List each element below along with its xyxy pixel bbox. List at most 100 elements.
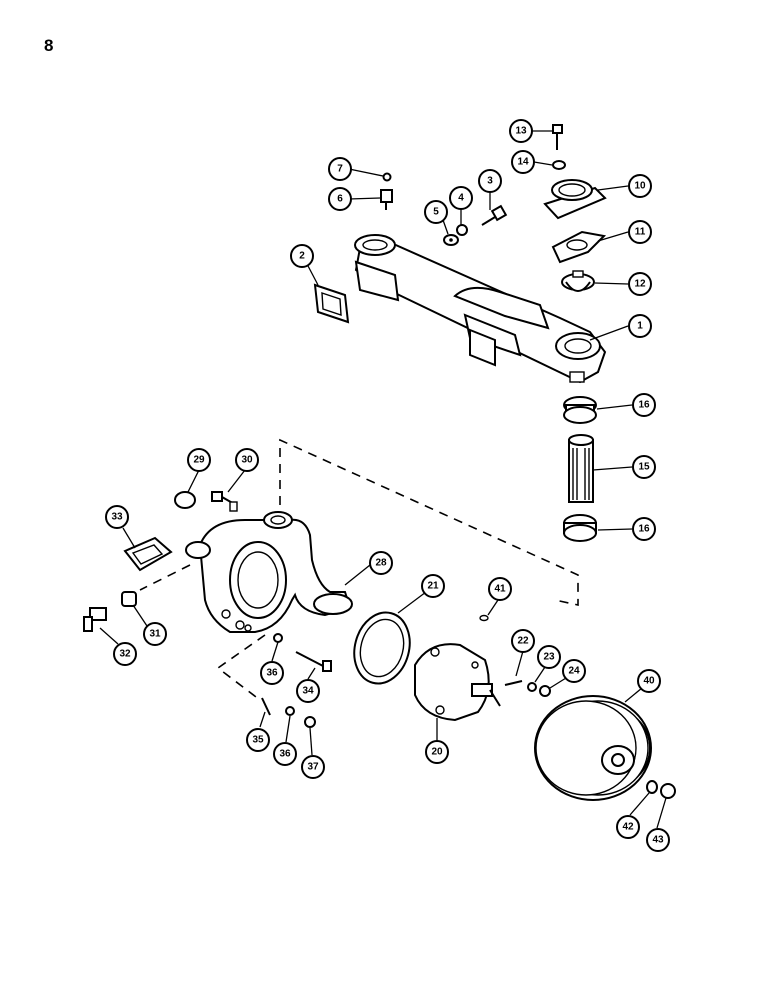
- callout-15: 15: [632, 455, 656, 479]
- svg-text:42: 42: [622, 822, 634, 833]
- svg-text:24: 24: [568, 666, 580, 677]
- svg-text:16: 16: [638, 400, 650, 411]
- svg-text:5: 5: [433, 207, 439, 218]
- svg-text:34: 34: [302, 686, 314, 697]
- svg-text:3: 3: [487, 176, 493, 187]
- callout-4: 4: [449, 186, 473, 210]
- callout-40: 40: [637, 669, 661, 693]
- leader-lines: [99, 130, 667, 829]
- callout-7: 7: [328, 157, 352, 181]
- callout-2: 2: [290, 244, 314, 268]
- callout-14: 14: [511, 150, 535, 174]
- hose-clamp-lower: [563, 514, 597, 542]
- svg-text:31: 31: [149, 629, 161, 640]
- svg-text:33: 33: [111, 512, 123, 523]
- callout-11: 11: [628, 220, 652, 244]
- callout-21: 21: [421, 574, 445, 598]
- callout-1: 1: [628, 314, 652, 338]
- svg-text:14: 14: [517, 157, 529, 168]
- svg-text:15: 15: [638, 462, 650, 473]
- washer-42: [646, 780, 658, 794]
- lockwasher-36-upper: [273, 633, 283, 643]
- water-manifold: [354, 234, 607, 384]
- lockwasher-4: [456, 224, 468, 236]
- callout-33: 33: [105, 505, 129, 529]
- pump-body: [414, 643, 501, 722]
- callout-42: 42: [616, 815, 640, 839]
- thermostat: [561, 270, 595, 292]
- hose: [568, 434, 594, 503]
- svg-text:21: 21: [427, 581, 439, 592]
- page-number: 8: [44, 36, 54, 55]
- svg-text:43: 43: [652, 835, 664, 846]
- callout-28: 28: [369, 551, 393, 575]
- callout-23: 23: [537, 645, 561, 669]
- bolt-34: [295, 651, 332, 672]
- assembly-dashed-lines: [139, 438, 579, 701]
- bolt-3: [481, 204, 508, 226]
- svg-text:6: 6: [337, 194, 343, 205]
- svg-text:22: 22: [517, 636, 529, 647]
- lockwasher-36-lower: [285, 706, 295, 716]
- washer-5: [443, 234, 459, 246]
- callout-31: 31: [143, 622, 167, 646]
- svg-text:4: 4: [458, 193, 464, 204]
- callout-13: 13: [509, 119, 533, 143]
- callout-3: 3: [478, 169, 502, 193]
- thermostat-housing: [543, 179, 607, 220]
- stud-35: [261, 697, 271, 716]
- callout-22: 22: [511, 629, 535, 653]
- svg-text:41: 41: [494, 584, 506, 595]
- callout-20: 20: [425, 740, 449, 764]
- bolt-13: [552, 124, 563, 150]
- svg-text:12: 12: [634, 279, 646, 290]
- svg-text:30: 30: [241, 455, 253, 466]
- svg-text:23: 23: [543, 652, 555, 663]
- lockwasher-23: [527, 682, 537, 692]
- stud-22: [504, 680, 523, 686]
- callout-36-lower: 36: [273, 742, 297, 766]
- svg-text:37: 37: [307, 762, 319, 773]
- callout-30: 30: [235, 448, 259, 472]
- svg-text:40: 40: [643, 676, 655, 687]
- svg-text:16: 16: [638, 524, 650, 535]
- callout-37: 37: [301, 755, 325, 779]
- callout-34: 34: [296, 679, 320, 703]
- fitting-30: [211, 491, 238, 512]
- nut-43: [660, 783, 676, 799]
- nut-24: [539, 685, 551, 697]
- callout-43: 43: [646, 828, 670, 852]
- hose-clamp-upper: [563, 396, 597, 424]
- svg-text:32: 32: [119, 649, 131, 660]
- plug-29: [174, 491, 196, 509]
- callout-16-upper: 16: [632, 393, 656, 417]
- pin-41: [479, 614, 489, 622]
- svg-text:13: 13: [515, 126, 527, 137]
- thermostat-gasket: [551, 230, 607, 264]
- callout-32: 32: [113, 642, 137, 666]
- svg-text:2: 2: [299, 251, 305, 262]
- callout-6: 6: [328, 187, 352, 211]
- fan-pulley: [534, 695, 652, 801]
- sender-6: [380, 189, 393, 210]
- fitting-32: [83, 607, 107, 632]
- svg-text:20: 20: [431, 747, 443, 758]
- svg-text:1: 1: [637, 321, 643, 332]
- svg-text:36: 36: [266, 668, 278, 679]
- manifold-gasket: [313, 283, 350, 324]
- nut-7: [382, 172, 392, 182]
- callout-24: 24: [562, 659, 586, 683]
- svg-text:7: 7: [337, 164, 343, 175]
- callout-10: 10: [628, 174, 652, 198]
- svg-text:10: 10: [634, 181, 646, 192]
- svg-text:28: 28: [375, 558, 387, 569]
- svg-text:11: 11: [635, 227, 646, 238]
- callout-29: 29: [187, 448, 211, 472]
- pump-gasket-21: [353, 611, 411, 685]
- pump-housing: [185, 511, 353, 633]
- nut-37: [304, 716, 316, 728]
- callout-12: 12: [628, 272, 652, 296]
- callout-36-upper: 36: [260, 661, 284, 685]
- lockwasher-14: [552, 160, 566, 170]
